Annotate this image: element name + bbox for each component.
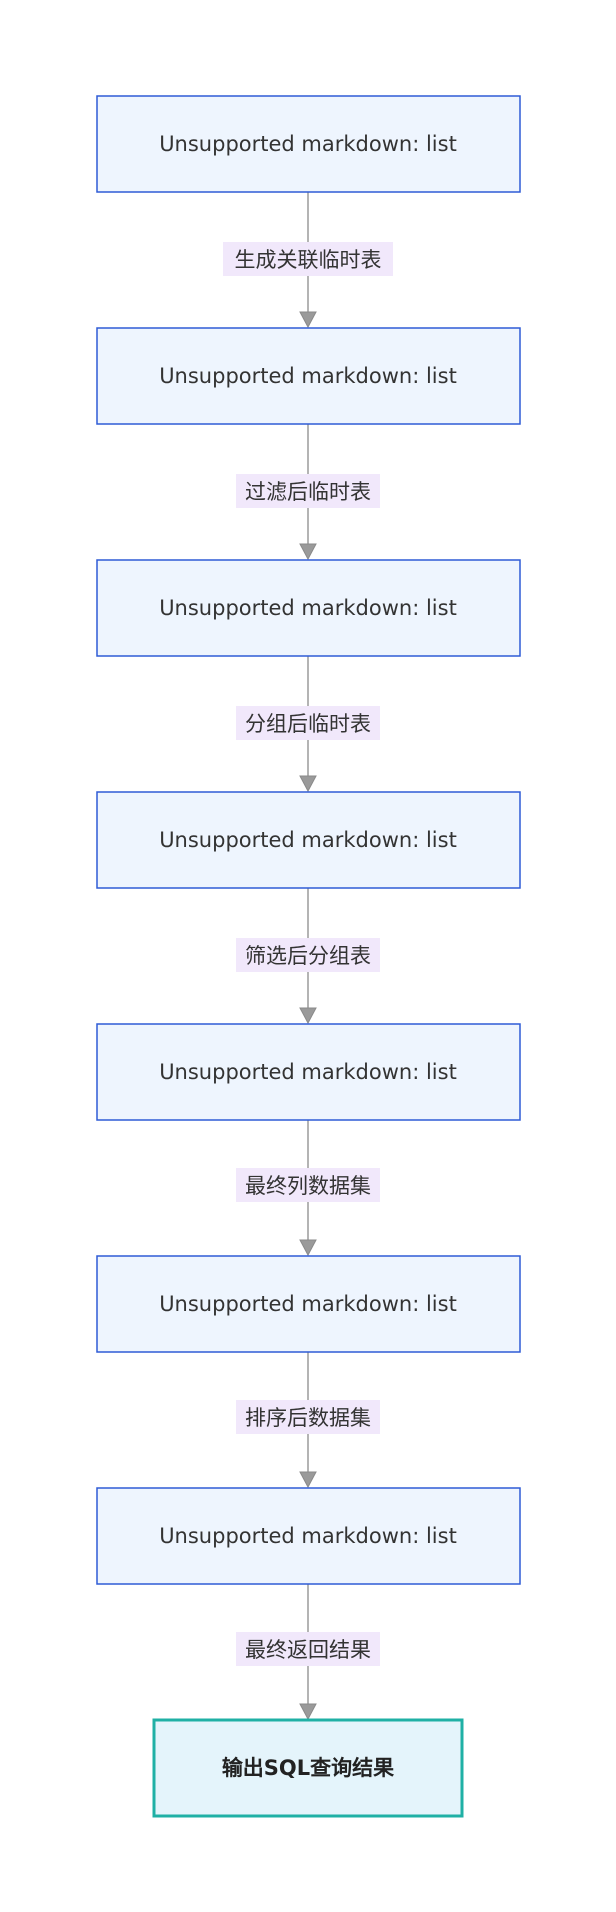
final-node-label: 输出SQL查询结果 xyxy=(222,1756,394,1780)
node-box xyxy=(96,1255,521,1353)
node-label: Unsupported markdown: list xyxy=(159,828,457,852)
edge-4: 筛选后分组表 xyxy=(236,888,380,1025)
flow-node-1: Unsupported markdown: list xyxy=(96,95,521,193)
edge-label: 分组后临时表 xyxy=(245,712,371,736)
edge-7: 最终返回结果 xyxy=(236,1584,380,1721)
flow-node-final: 输出SQL查询结果 xyxy=(152,1718,464,1818)
arrow-head xyxy=(299,1703,317,1721)
arrow-head xyxy=(299,543,317,561)
arrow-head xyxy=(299,775,317,793)
arrow-head xyxy=(299,311,317,329)
edge-5: 最终列数据集 xyxy=(236,1120,380,1257)
edge-label: 最终返回结果 xyxy=(245,1638,371,1662)
edge-label-background xyxy=(236,1400,380,1434)
node-label: Unsupported markdown: list xyxy=(159,596,457,620)
node-label: Unsupported markdown: list xyxy=(159,1060,457,1084)
edge-label: 生成关联临时表 xyxy=(235,248,382,272)
arrow-head xyxy=(299,1471,317,1489)
arrow-head xyxy=(299,1007,317,1025)
node-box xyxy=(96,95,521,193)
node-label: Unsupported markdown: list xyxy=(159,364,457,388)
edge-label-background xyxy=(236,706,380,740)
edge-3: 分组后临时表 xyxy=(236,656,380,793)
edge-label-background xyxy=(236,1168,380,1202)
edge-2: 过滤后临时表 xyxy=(236,424,380,561)
edge-label-background xyxy=(236,938,380,972)
node-box xyxy=(96,791,521,889)
edge-label-background xyxy=(236,1632,380,1666)
arrow-head xyxy=(299,1239,317,1257)
flow-node-5: Unsupported markdown: list xyxy=(96,1023,521,1121)
flow-node-6: Unsupported markdown: list xyxy=(96,1255,521,1353)
edge-6: 排序后数据集 xyxy=(236,1352,380,1489)
node-label: Unsupported markdown: list xyxy=(159,132,457,156)
node-box xyxy=(96,1487,521,1585)
edge-label: 筛选后分组表 xyxy=(245,944,371,968)
edge-label-background xyxy=(223,242,393,276)
node-box xyxy=(96,327,521,425)
node-box xyxy=(96,559,521,657)
node-label: Unsupported markdown: list xyxy=(159,1524,457,1548)
edge-label: 过滤后临时表 xyxy=(245,480,371,504)
flow-node-3: Unsupported markdown: list xyxy=(96,559,521,657)
node-box xyxy=(96,1023,521,1121)
edge-label: 最终列数据集 xyxy=(245,1174,371,1198)
final-node-box xyxy=(152,1718,464,1818)
flow-node-7: Unsupported markdown: list xyxy=(96,1487,521,1585)
edge-1: 生成关联临时表 xyxy=(223,192,393,329)
node-label: Unsupported markdown: list xyxy=(159,1292,457,1316)
flow-node-4: Unsupported markdown: list xyxy=(96,791,521,889)
edge-label-background xyxy=(236,474,380,508)
flow-node-2: Unsupported markdown: list xyxy=(96,327,521,425)
edge-label: 排序后数据集 xyxy=(245,1406,371,1430)
